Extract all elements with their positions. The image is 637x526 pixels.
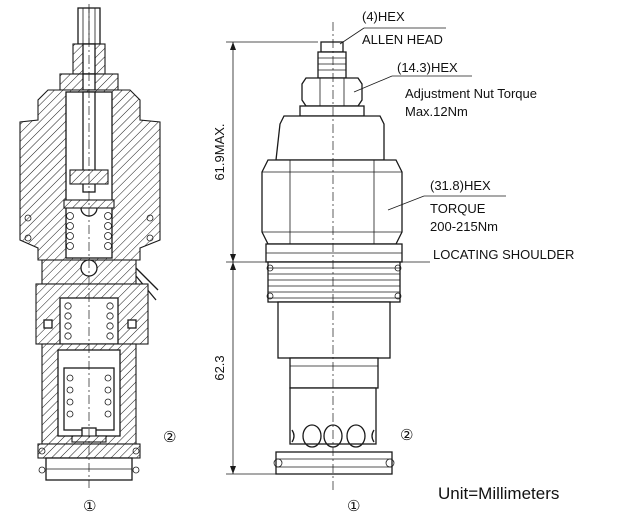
port-1-section-label: ① [83, 498, 96, 515]
allen-head-size-label: (4)HEX [362, 9, 405, 24]
section-lower-sleeve [41, 343, 137, 445]
locating-shoulder-label: LOCATING SHOULDER [433, 247, 574, 262]
dim-lower-label: 62.3 [212, 355, 227, 380]
exterior-view [226, 22, 506, 490]
adjust-nut-size-label: (14.3)HEX [397, 60, 458, 75]
allen-screw [320, 41, 344, 53]
leader-lines [339, 27, 506, 211]
upper-body [275, 115, 385, 161]
adjust-nut-torque-title: Adjustment Nut Torque [405, 86, 537, 101]
section-view [19, 4, 161, 488]
port-hole [346, 424, 366, 448]
port-2-exterior-label: ② [400, 427, 413, 444]
valve-stem [277, 301, 391, 359]
port-1-exterior-label: ① [347, 498, 360, 515]
upper-spring [24, 212, 154, 250]
lower-spring [66, 374, 112, 418]
body-hex-size-label: (31.8)HEX [430, 178, 491, 193]
adjust-nut-torque-value: Max.12Nm [405, 104, 468, 119]
unit-note: Unit=Millimeters [438, 484, 559, 503]
body-torque-value: 200-215Nm [430, 219, 498, 234]
thread-section [266, 261, 402, 303]
adjustment-nut [301, 77, 363, 107]
main-hex [261, 159, 403, 245]
bottom-seal [275, 451, 393, 475]
dimension-lines [226, 41, 430, 475]
dim-upper-label: 61.9MAX. [212, 123, 227, 180]
section-bonnet [19, 89, 161, 261]
section-mid-body [35, 259, 159, 345]
mid-spring [64, 302, 114, 340]
port-hole [302, 424, 322, 448]
allen-head-name-label: ALLEN HEAD [362, 32, 443, 47]
port-2-section-label: ② [163, 429, 176, 446]
body-torque-title: TORQUE [430, 201, 486, 216]
